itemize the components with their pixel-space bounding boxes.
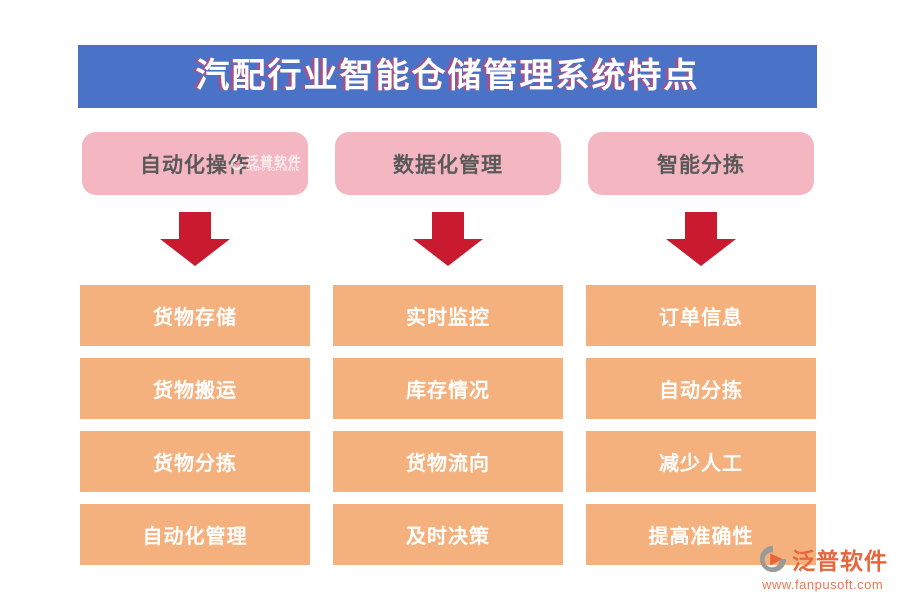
feature-item: 提高准确性 [586, 504, 816, 565]
fanpu-logo-icon [759, 545, 787, 573]
column-header-label: 智能分拣 [657, 153, 745, 177]
column-header-automation: 自动化操作 泛普软件 FANPU SOFTWARE [82, 132, 308, 195]
logo-name: 泛普软件 [792, 548, 888, 574]
down-arrow-icon [666, 212, 736, 266]
feature-item: 货物流向 [333, 431, 563, 492]
feature-column-automation: 自动化操作 泛普软件 FANPU SOFTWARE 货物存储 货物搬运 货物分拣… [80, 132, 310, 565]
feature-item: 货物分拣 [80, 431, 310, 492]
feature-item: 货物搬运 [80, 358, 310, 419]
column-header-data: 数据化管理 [335, 132, 561, 195]
feature-item: 自动分拣 [586, 358, 816, 419]
feature-column-sorting: 智能分拣 订单信息 自动分拣 减少人工 提高准确性 [586, 132, 816, 565]
feature-item: 自动化管理 [80, 504, 310, 565]
feature-item: 及时决策 [333, 504, 563, 565]
feature-item: 库存情况 [333, 358, 563, 419]
arrow-wrap [333, 212, 563, 266]
watermark-name: 泛普软件 [245, 153, 302, 169]
feature-item: 减少人工 [586, 431, 816, 492]
logo-url: www.fanpusoft.com [762, 577, 884, 592]
down-arrow-icon [160, 212, 230, 266]
fanpu-logo: 泛普软件 www.fanpusoft.com [758, 542, 888, 592]
feature-item: 实时监控 [333, 285, 563, 346]
feature-item: 货物存储 [80, 285, 310, 346]
arrow-wrap [80, 212, 310, 266]
down-arrow-icon [413, 212, 483, 266]
feature-item: 订单信息 [586, 285, 816, 346]
feature-column-data: 数据化管理 实时监控 库存情况 货物流向 及时决策 [333, 132, 563, 565]
column-header-sorting: 智能分拣 [588, 132, 814, 195]
watermark-sub: FANPU SOFTWARE [245, 166, 300, 173]
arrow-wrap [586, 212, 816, 266]
page-title: 汽配行业智能仓储管理系统特点 [78, 45, 817, 108]
column-header-label: 自动化操作 [140, 153, 250, 177]
column-header-label: 数据化管理 [393, 153, 503, 177]
